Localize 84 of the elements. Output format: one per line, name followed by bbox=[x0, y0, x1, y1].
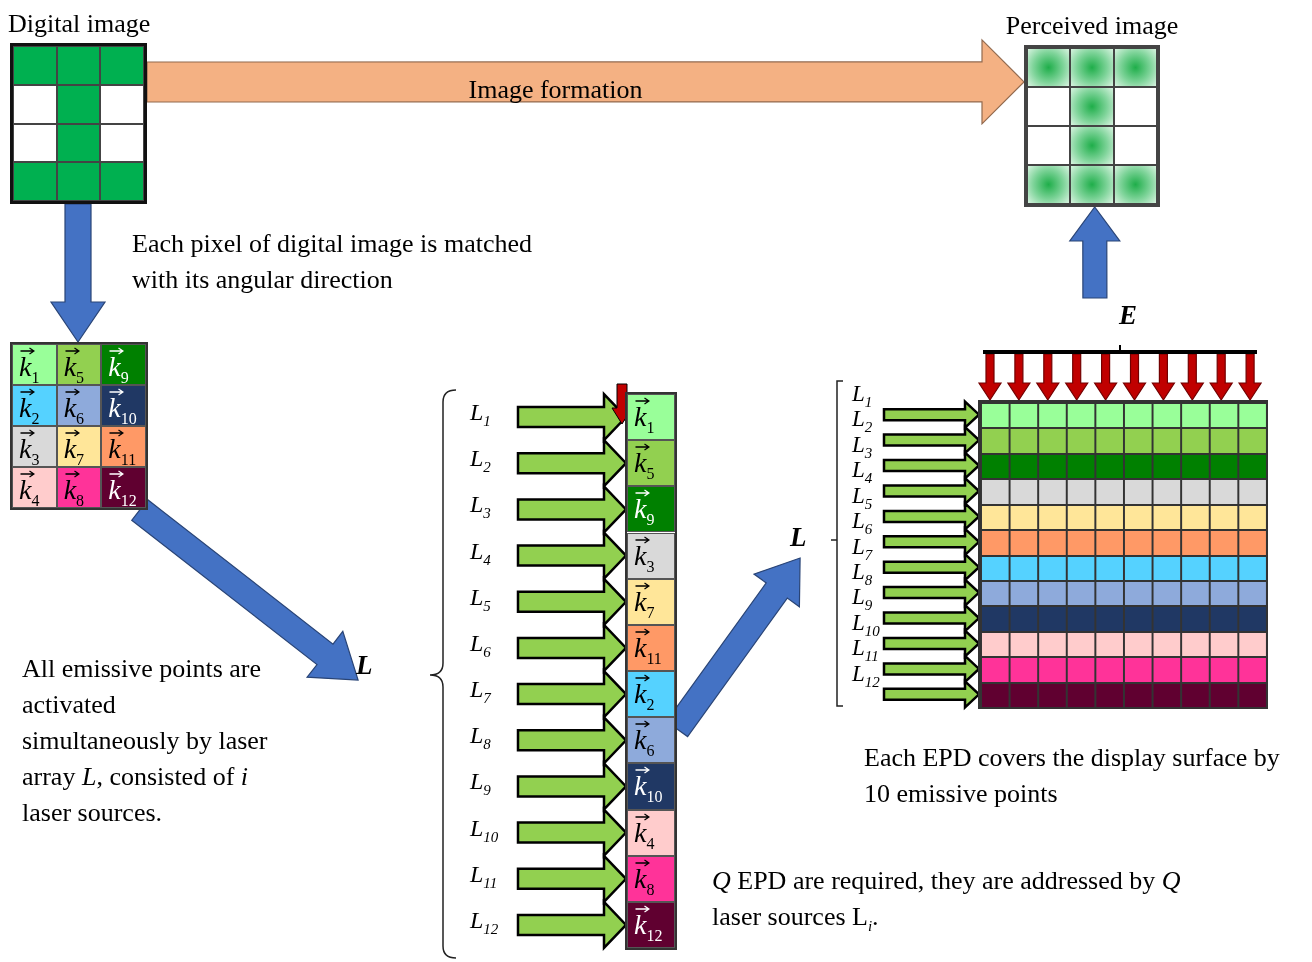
array-label: L bbox=[356, 652, 386, 690]
laser-label: L$_{4}$ bbox=[462, 538, 518, 579]
vector-cell: k$_{3}$ bbox=[12, 426, 57, 467]
laser-label: L$_{1}$ bbox=[462, 400, 518, 440]
block-arrow bbox=[1093, 353, 1118, 402]
vector-grid bbox=[10, 342, 148, 510]
grid-title: Digital image bbox=[8, 10, 151, 39]
vector-cell: k$_{8}$ bbox=[56, 467, 102, 508]
block-arrow bbox=[1238, 353, 1263, 402]
vector-cell: k$_{12}$ bbox=[101, 467, 146, 508]
edge-label: Image formation bbox=[468, 76, 643, 103]
emissive-grid bbox=[978, 400, 1268, 709]
vector-cell: k$_{1}$ bbox=[627, 394, 675, 441]
block-arrow bbox=[1006, 353, 1031, 402]
emissive-row bbox=[980, 554, 1266, 580]
grid-title: Perceived image bbox=[1005, 12, 1179, 41]
vector-column bbox=[625, 392, 677, 950]
laser-label: L$_{10}$ bbox=[462, 815, 518, 856]
emissive-row bbox=[980, 656, 1266, 682]
vector-cell: k$_{12}$ bbox=[627, 901, 675, 948]
vector-cell: k$_{5}$ bbox=[627, 440, 675, 487]
note-text: Each pixel of digital image is matched with its angular direction bbox=[132, 228, 533, 296]
block-arrow bbox=[1122, 353, 1147, 402]
vector-cell: k$_{7}$ bbox=[627, 578, 675, 625]
block-arrow bbox=[1035, 353, 1060, 402]
block-arrow bbox=[146, 38, 1025, 126]
bus-bar bbox=[983, 350, 1257, 354]
emissive-row bbox=[980, 402, 1266, 428]
emissive-row bbox=[980, 630, 1266, 657]
vector-cell: k$_{8}$ bbox=[627, 855, 675, 902]
emissive-row bbox=[980, 427, 1266, 453]
vector-cell: k$_{11}$ bbox=[101, 426, 146, 467]
emissive-row bbox=[980, 478, 1266, 504]
laser-label: L$_{9}$ bbox=[462, 769, 518, 810]
block-arrow bbox=[516, 621, 628, 674]
vector-cell: k$_{3}$ bbox=[627, 532, 675, 579]
note-text: All emissive points are activated simultaneously by laser array L, consisted of i laser sources. bbox=[22, 653, 269, 829]
block-arrow bbox=[516, 806, 628, 859]
laser-label: L$_{12}$ bbox=[850, 661, 884, 696]
block-arrow bbox=[130, 498, 359, 681]
field-label: E bbox=[1085, 298, 1140, 332]
block-arrow bbox=[516, 898, 628, 951]
laser-label: L$_{12}$ bbox=[462, 907, 518, 948]
laser-label: L$_{2}$ bbox=[462, 446, 518, 487]
emissive-row bbox=[980, 579, 1266, 606]
block-arrow bbox=[516, 852, 628, 905]
block-arrow bbox=[1209, 353, 1234, 402]
vector-cell: k$_{6}$ bbox=[627, 717, 675, 764]
emissive-row bbox=[980, 605, 1266, 631]
vector-cell: k$_{10}$ bbox=[101, 385, 146, 426]
block-arrow bbox=[1180, 353, 1205, 402]
note-text: Q EPD are required, they are addressed by Q laser sources L$_{i}$. bbox=[712, 865, 1182, 937]
block-arrow bbox=[1064, 353, 1089, 402]
block-arrow bbox=[516, 529, 628, 582]
vector-cell: k$_{10}$ bbox=[627, 763, 675, 810]
vector-cell: k$_{2}$ bbox=[627, 671, 675, 718]
emissive-row bbox=[980, 681, 1266, 707]
vector-cell: k$_{4}$ bbox=[12, 467, 57, 508]
laser-label: L$_{8}$ bbox=[462, 723, 518, 764]
laser-label: L$_{7}$ bbox=[462, 677, 518, 717]
vector-cell: k$_{1}$ bbox=[12, 344, 57, 385]
vector-cell: k$_{5}$ bbox=[56, 344, 102, 385]
laser-label: L$_{11}$ bbox=[462, 861, 518, 902]
vector-cell: k$_{7}$ bbox=[56, 426, 102, 467]
vector-cell: k$_{11}$ bbox=[627, 624, 675, 671]
emissive-row bbox=[980, 452, 1266, 479]
vector-cell: k$_{4}$ bbox=[627, 809, 675, 856]
vector-cell: k$_{9}$ bbox=[627, 486, 675, 533]
block-arrow bbox=[882, 678, 981, 711]
block-arrow bbox=[516, 575, 628, 628]
note-text: Each EPD covers the display surface by 10 emissive points bbox=[864, 742, 1281, 810]
laser-label: L$_{6}$ bbox=[462, 630, 518, 671]
emissive-row bbox=[980, 529, 1266, 555]
vector-cell: k$_{6}$ bbox=[56, 385, 102, 426]
emissive-row bbox=[980, 503, 1266, 530]
block-arrow bbox=[977, 353, 1003, 402]
vector-cell: k$_{2}$ bbox=[12, 385, 57, 426]
block-arrow bbox=[1068, 206, 1121, 299]
block-arrow bbox=[49, 203, 107, 344]
vector-cell: k$_{9}$ bbox=[101, 344, 146, 385]
laser-label: L$_{5}$ bbox=[462, 584, 518, 625]
block-arrow bbox=[1151, 353, 1176, 402]
array-label: L bbox=[790, 524, 818, 558]
laser-label: L$_{3}$ bbox=[462, 492, 518, 533]
